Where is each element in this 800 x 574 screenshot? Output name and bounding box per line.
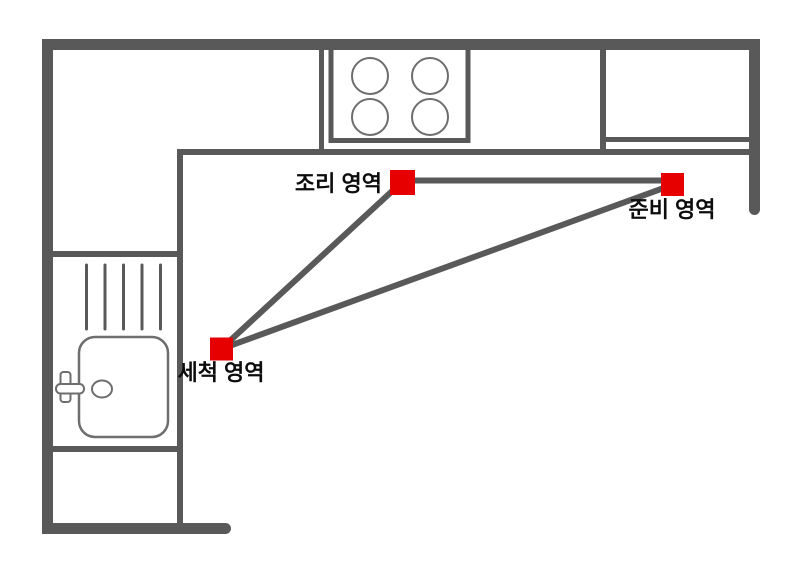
top-wall xyxy=(42,39,760,50)
prep-area-label: 준비 영역 xyxy=(628,197,716,222)
cooking-area-marker xyxy=(390,170,415,195)
counter-divider-right-section xyxy=(600,50,606,155)
sink-cabinet-divider-line xyxy=(53,446,177,452)
left-counter-edge-line xyxy=(177,149,183,523)
faucet-spout-icon xyxy=(55,383,85,395)
drain-icon xyxy=(91,379,113,399)
counter-divider-left-of-stove xyxy=(319,50,324,155)
prep-area-marker xyxy=(661,173,684,196)
counter-front-line xyxy=(177,149,749,155)
burner-icon xyxy=(351,98,389,136)
burner-icon xyxy=(411,98,449,136)
right-counter-inner-line xyxy=(603,137,749,142)
burner-icon xyxy=(411,57,449,95)
bottom-wall xyxy=(42,523,231,534)
stove-icon xyxy=(328,45,471,143)
washing-area-marker xyxy=(210,337,233,361)
left-wall xyxy=(42,39,53,534)
washing-area-label: 세척 영역 xyxy=(177,360,265,385)
triangle-edge-cooking-washing xyxy=(218,179,405,352)
left-counter-top-line xyxy=(53,251,177,257)
triangle-edge-washing-prep xyxy=(219,182,674,352)
burner-icon xyxy=(351,57,389,95)
right-wall xyxy=(749,39,760,215)
cooking-area-label: 조리 영역 xyxy=(294,171,382,196)
